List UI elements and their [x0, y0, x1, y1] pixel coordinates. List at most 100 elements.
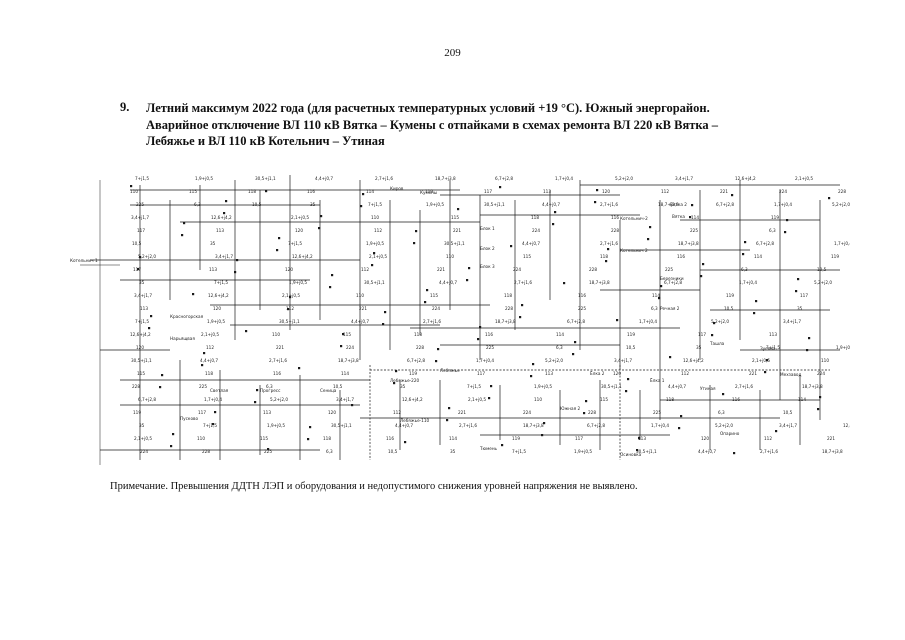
diagram-node — [808, 337, 811, 340]
diagram-value: 18,7+j3,8 — [658, 202, 679, 207]
diagram-node — [256, 389, 259, 392]
diagram-node — [490, 385, 493, 388]
diagram-node — [795, 290, 798, 293]
diagram-value: 6,7+j2,8 — [664, 280, 682, 285]
diagram-value: 117 — [484, 189, 492, 194]
diagram-value: 115 — [430, 293, 438, 298]
diagram-value: 4,4+j0,7 — [698, 449, 716, 454]
diagram-node — [437, 348, 440, 351]
diagram-node — [201, 364, 204, 367]
diagram-node — [265, 190, 268, 193]
section-title-line-2: Аварийное отключение ВЛ 110 кВ Вятка – К… — [146, 117, 718, 132]
diagram-value: 225 — [653, 410, 661, 415]
diagram-node — [404, 441, 407, 444]
diagram-value: 2,7+j1,6 — [600, 241, 618, 246]
diagram-value: 7+j1,5 — [766, 345, 780, 350]
diagram-node — [700, 275, 703, 278]
diagram-value: 1,9+j0,5 — [289, 280, 307, 285]
diagram-value: 4,4+j0,7 — [200, 358, 218, 363]
diagram-value: 113 — [216, 228, 224, 233]
diagram-value: 2,1+j0,5 — [752, 358, 770, 363]
diagram-value: 225 — [578, 306, 586, 311]
diagram-value: 117 — [133, 267, 141, 272]
diagram-label-l13: Березники — [660, 276, 684, 281]
section-number: 9. — [120, 100, 130, 114]
diagram-node — [753, 312, 756, 315]
diagram-node — [457, 208, 460, 211]
diagram-node — [711, 334, 714, 337]
diagram-value: 3,4+j1,7 — [215, 254, 233, 259]
diagram-value: 116 — [485, 332, 493, 337]
diagram-value: 120 — [602, 189, 610, 194]
diagram-node — [426, 289, 429, 292]
diagram-value: 112 — [361, 267, 369, 272]
diagram-value: 4,4+j0,7 — [351, 319, 369, 324]
diagram-value: 35 — [400, 384, 406, 389]
diagram-value: 4,4+j0,7 — [315, 176, 333, 181]
diagram-value: 2,7+j1,6 — [760, 449, 778, 454]
diagram-value: 115 — [137, 371, 145, 376]
diagram-value: 119 — [726, 293, 734, 298]
diagram-node — [658, 297, 661, 300]
diagram-value: 113 — [545, 371, 553, 376]
diagram-node — [744, 241, 747, 244]
diagram-value: 7+j1,5 — [512, 449, 526, 454]
diagram-node — [786, 219, 789, 222]
diagram-node — [479, 326, 482, 329]
diagram-node — [393, 382, 396, 385]
diagram-node — [625, 390, 628, 393]
diagram-value: 224 — [817, 371, 825, 376]
diagram-value: 6,3 — [651, 306, 658, 311]
diagram-value: 30,5+j1,1 — [484, 202, 505, 207]
diagram-value: 1,7+j0,4 — [651, 423, 669, 428]
diagram-value: 228 — [589, 267, 597, 272]
diagram-value: 119 — [425, 189, 433, 194]
diagram-value: 2,7+j1,6 — [600, 202, 618, 207]
diagram-node — [192, 293, 195, 296]
diagram-value: 2,7+j1,6 — [375, 176, 393, 181]
diagram-node — [680, 415, 683, 418]
diagram-value: 35 — [210, 241, 216, 246]
diagram-value: 224 — [346, 345, 354, 350]
diagram-value: 1,9+j0,5 — [267, 423, 285, 428]
diagram-value: 110 — [356, 293, 364, 298]
diagram-value: 117 — [575, 436, 583, 441]
diagram-node — [214, 411, 217, 414]
diagram-node — [678, 427, 681, 430]
diagram-value: 116 — [677, 254, 685, 259]
diagram-node — [278, 237, 281, 240]
diagram-value: 112 — [206, 345, 214, 350]
diagram-value: 18,7+j3,8 — [802, 384, 823, 389]
diagram-value: 12,6+j4,2 — [292, 254, 313, 259]
diagram-value: 228 — [132, 384, 140, 389]
diagram-node — [448, 407, 451, 410]
diagram-value: 6,7+j2,8 — [587, 423, 605, 428]
diagram-label-l24: Лебяжье-110 — [400, 418, 429, 423]
diagram-node — [234, 271, 237, 274]
diagram-value: 2,7+j1,6 — [423, 319, 441, 324]
diagram-value: 35 — [797, 306, 803, 311]
diagram-value: 10,5 — [817, 267, 827, 272]
diagram-value: 114 — [798, 397, 806, 402]
diagram-node — [510, 245, 513, 248]
diagram-value: 1,7+j0,4 — [555, 176, 573, 181]
diagram-value: 18,7+j3,8 — [589, 280, 610, 285]
diagram-node — [371, 264, 374, 267]
diagram-label-l29: Опарино — [720, 431, 740, 436]
diagram-value: 7+j1,5 — [288, 241, 302, 246]
diagram-value: 115 — [343, 332, 351, 337]
diagram-value: 4,4+j0,7 — [522, 241, 540, 246]
diagram-label-l30: Осиновка — [620, 452, 642, 457]
diagram-value: 221 — [458, 410, 466, 415]
diagram-value: 12,6+j4,2 — [208, 293, 229, 298]
diagram-value: 119 — [512, 436, 520, 441]
diagram-value: 6,3 — [326, 449, 333, 454]
diagram-value: 2,1+j0,5 — [369, 254, 387, 259]
diagram-label-l14: Речная 2 — [660, 306, 680, 311]
diagram-node — [340, 345, 343, 348]
diagram-value: 2,7+j1,6 — [514, 280, 532, 285]
diagram-node — [488, 397, 491, 400]
diagram-value: 2,1+j0,5 — [795, 176, 813, 181]
diagram-value: 228 — [505, 306, 513, 311]
diagram-value: 228 — [202, 449, 210, 454]
